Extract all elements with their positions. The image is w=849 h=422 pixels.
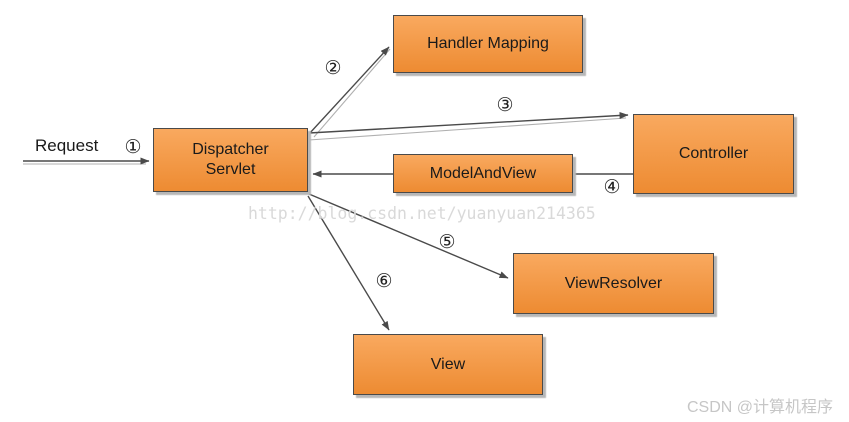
arrow-step2-light bbox=[313, 48, 391, 138]
url-watermark: http://blog.csdn.net/yuanyuan214365 bbox=[248, 204, 596, 223]
model-and-view-label: ModelAndView bbox=[429, 164, 537, 182]
arrow-step6 bbox=[307, 195, 390, 331]
view-resolver-box: ViewResolver bbox=[513, 253, 714, 314]
view-resolver-label: ViewResolver bbox=[564, 274, 663, 292]
step-4-badge: ④ bbox=[603, 176, 621, 198]
controller-label: Controller bbox=[678, 145, 749, 162]
arrow-step5 bbox=[308, 193, 509, 279]
dispatcher-servlet-box: Dispatcher Servlet bbox=[153, 128, 308, 192]
controller-box: Controller bbox=[633, 114, 794, 194]
handler-mapping-label: Handler Mapping bbox=[427, 35, 549, 52]
view-box: View bbox=[353, 334, 543, 395]
step-5-badge: ⑤ bbox=[438, 231, 456, 253]
step-3-badge: ③ bbox=[496, 94, 514, 116]
model-and-view-box: ModelAndView bbox=[393, 154, 573, 193]
dispatcher-servlet-label: Dispatcher Servlet bbox=[192, 141, 269, 178]
arrow-step3-light bbox=[308, 117, 627, 141]
step-1-badge: ① bbox=[124, 136, 142, 158]
request-label: Request bbox=[35, 136, 99, 155]
csdn-watermark: CSDN @计算机程序 bbox=[686, 399, 833, 416]
arrow-step2 bbox=[308, 46, 390, 135]
arrow-step3 bbox=[308, 111, 629, 134]
step-6-badge: ⑥ bbox=[375, 270, 393, 292]
view-label: View bbox=[430, 355, 466, 373]
step-2-badge: ② bbox=[324, 57, 342, 79]
handler-mapping-box: Handler Mapping bbox=[393, 15, 583, 73]
